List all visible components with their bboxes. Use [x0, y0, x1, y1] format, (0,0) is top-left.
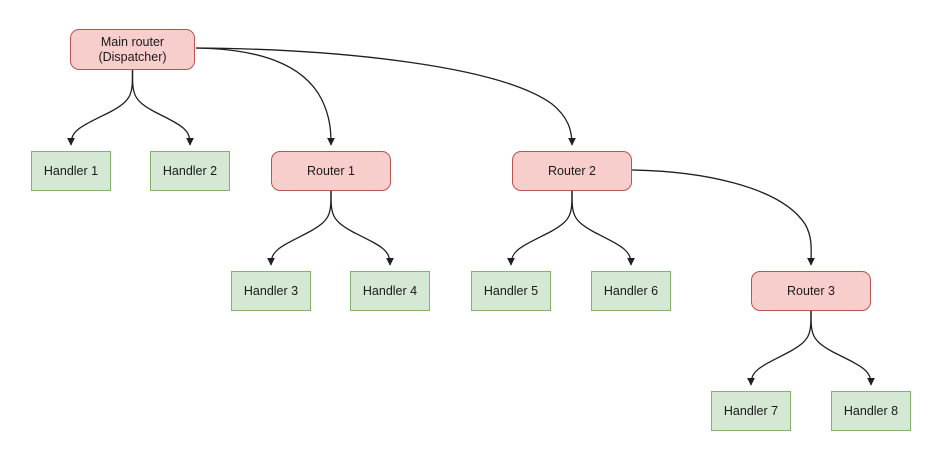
node-handler-1[interactable]: Handler 1	[31, 151, 111, 191]
edge-router-2-router-3	[631, 169, 815, 266]
node-handler-5-label: Handler 5	[483, 283, 539, 298]
edge-router-2-handler-5	[507, 190, 573, 266]
node-main-router[interactable]: Main router (Dispatcher)	[70, 29, 195, 70]
edge-main-router-router-2	[195, 47, 576, 146]
node-handler-3-label: Handler 3	[243, 283, 299, 298]
node-router-1[interactable]: Router 1	[271, 151, 391, 191]
node-handler-6-label: Handler 6	[603, 283, 659, 298]
edge-router-1-handler-4	[330, 190, 394, 266]
edge-router-3-handler-8	[810, 310, 875, 386]
edge-main-router-router-1	[195, 47, 335, 146]
node-router-2[interactable]: Router 2	[512, 151, 632, 191]
node-handler-7[interactable]: Handler 7	[711, 391, 791, 431]
node-router-3-label: Router 3	[787, 283, 835, 298]
node-handler-7-label: Handler 7	[723, 403, 779, 418]
node-handler-5[interactable]: Handler 5	[471, 271, 551, 311]
node-handler-2-label: Handler 2	[162, 163, 218, 178]
node-handler-6[interactable]: Handler 6	[591, 271, 671, 311]
node-handler-8-label: Handler 8	[843, 403, 899, 418]
node-handler-1-label: Handler 1	[43, 163, 99, 178]
node-router-1-label: Router 1	[307, 163, 355, 178]
node-handler-2[interactable]: Handler 2	[150, 151, 230, 191]
edge-router-3-handler-7	[747, 310, 812, 386]
edge-router-1-handler-3	[267, 190, 332, 266]
edge-main-router-handler-1	[67, 69, 134, 146]
node-router-2-label: Router 2	[548, 163, 596, 178]
edge-main-router-handler-2	[131, 69, 194, 146]
node-handler-3[interactable]: Handler 3	[231, 271, 311, 311]
edge-router-2-handler-6	[571, 190, 635, 266]
node-handler-8[interactable]: Handler 8	[831, 391, 911, 431]
node-main-router-label: Main router (Dispatcher)	[98, 34, 167, 64]
node-handler-4-label: Handler 4	[362, 283, 418, 298]
node-router-3[interactable]: Router 3	[751, 271, 871, 311]
node-handler-4[interactable]: Handler 4	[350, 271, 430, 311]
